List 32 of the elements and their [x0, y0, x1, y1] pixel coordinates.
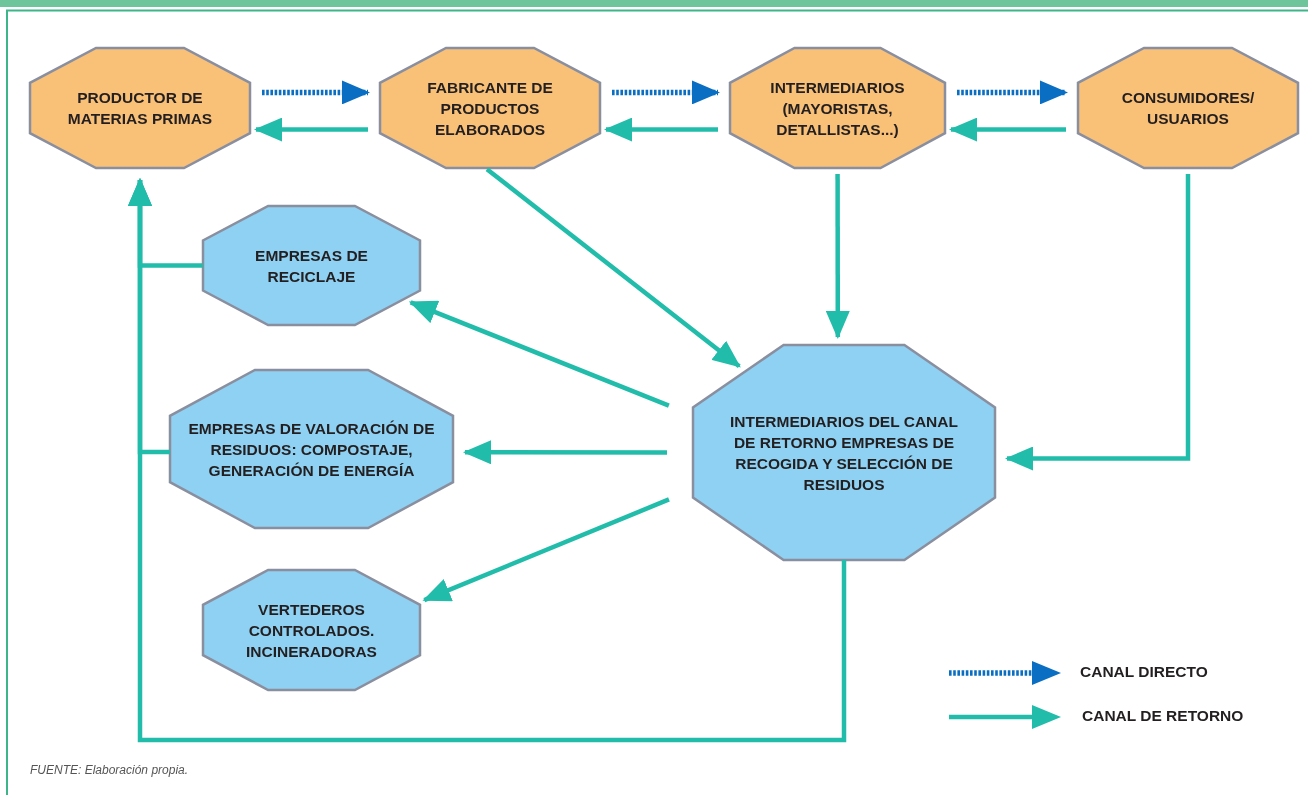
arrow	[463, 440, 667, 465]
dotted-arrow	[262, 80, 370, 105]
arrow	[949, 117, 1066, 142]
arrow	[408, 300, 670, 408]
legend-label: CANAL DE RETORNO	[1082, 707, 1244, 725]
node-label: FABRICANTE DE PRODUCTOS ELABORADOS	[426, 77, 554, 140]
octagon-node	[30, 48, 250, 168]
octagon-node	[730, 48, 945, 168]
node-label: INTERMEDIARIOS DEL CANAL DE RETORNO EMPRESAS DE RECOGIDA Y SELECCIÓN DE RESIDUOS	[729, 411, 959, 495]
dotted-arrow	[612, 80, 720, 105]
node-label: VERTEDEROS CONTROLADOS. INCINERADORAS	[245, 599, 378, 662]
octagon-node	[1078, 48, 1298, 168]
dotted-arrow	[957, 80, 1068, 105]
arrow	[485, 167, 741, 369]
arrow	[422, 497, 670, 603]
octagon-node	[693, 345, 995, 560]
octagon-node	[170, 370, 453, 528]
octagon-node	[203, 570, 420, 690]
arrow	[604, 117, 718, 142]
octagon-node	[380, 48, 600, 168]
node-label: EMPRESAS DE VALORACIÓN DE RESIDUOS: COMPOSTAJE, GENERACIÓN DE ENERGÍA	[187, 418, 436, 481]
octagon-node	[203, 206, 420, 325]
node-label: CONSUMIDORES/ USUARIOS	[1120, 88, 1256, 129]
node-label: EMPRESAS DE RECICLAJE	[254, 245, 369, 287]
node-label: INTERMEDIARIOS (MAYORISTAS, DETALLISTAS...)	[769, 77, 906, 140]
source-note: FUENTE: Elaboración propia.	[30, 763, 189, 777]
arrow	[128, 178, 847, 743]
arrow	[1005, 174, 1191, 471]
node-label: PRODUCTOR DE MATERIAS PRIMAS	[66, 88, 214, 129]
arrow	[254, 117, 368, 142]
arrow	[825, 174, 850, 339]
legend-label: CANAL DIRECTO	[1080, 663, 1208, 681]
